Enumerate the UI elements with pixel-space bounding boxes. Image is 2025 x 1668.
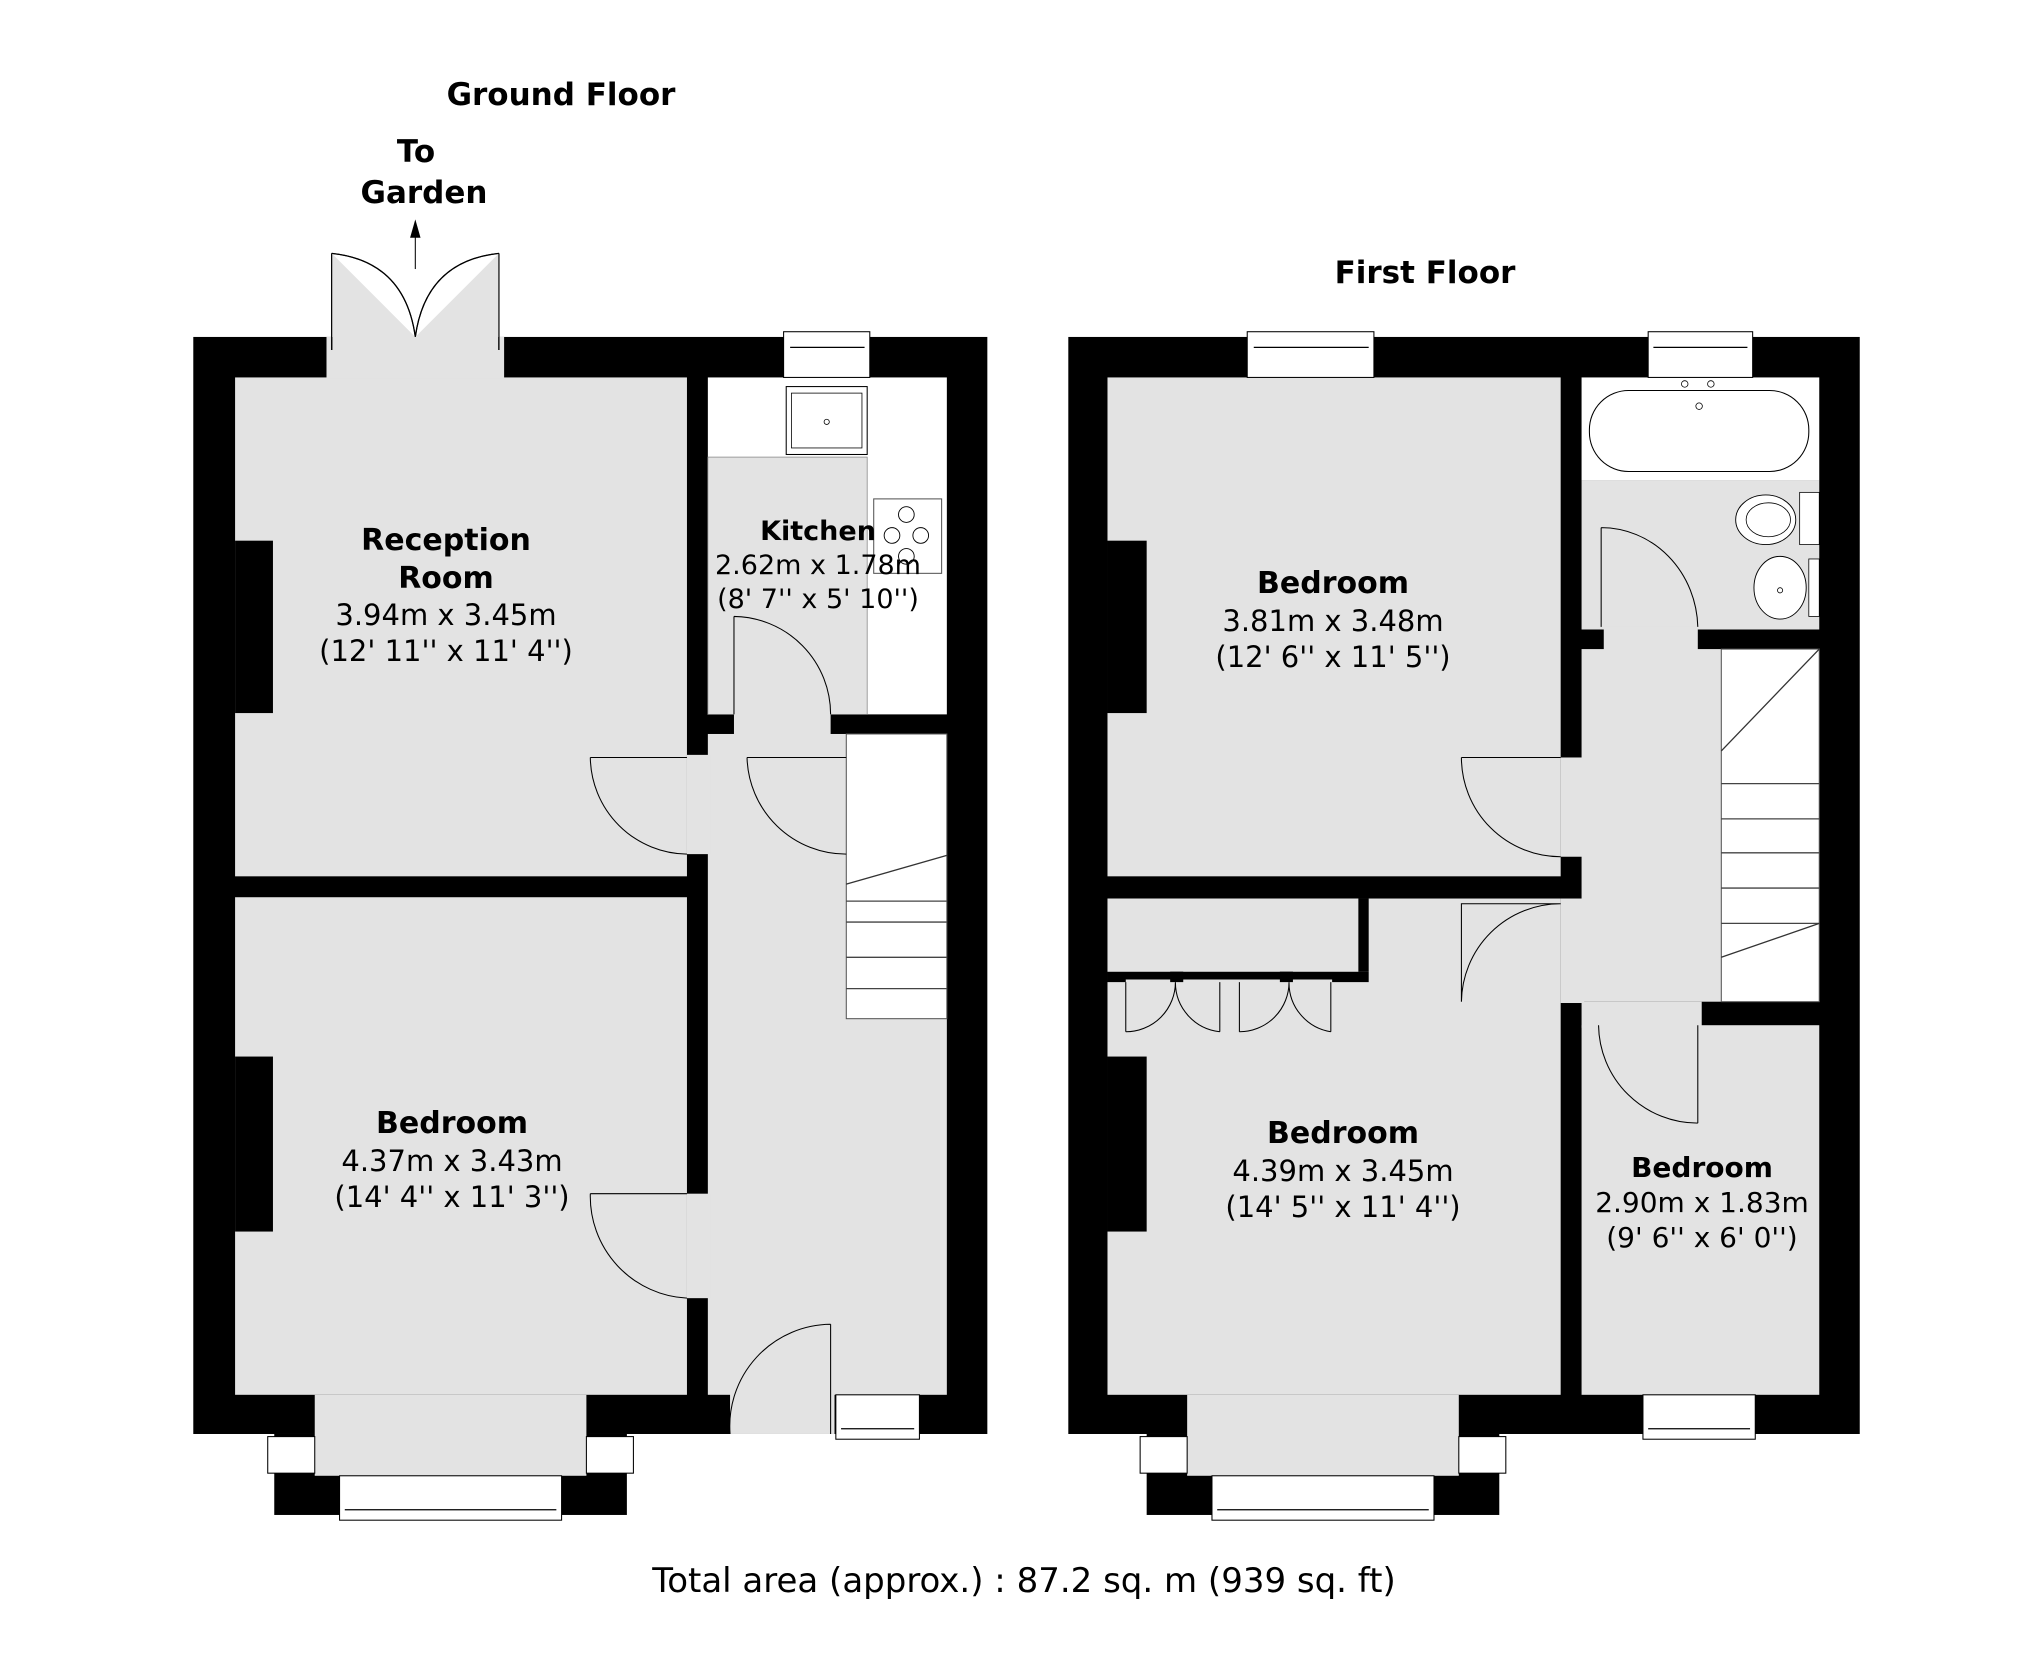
basin-icon bbox=[1808, 558, 1820, 617]
bathtub-icon bbox=[1588, 389, 1810, 472]
room-name: Kitchen bbox=[760, 516, 876, 547]
room-dimensions-imperial: (14' 4'' x 11' 3'') bbox=[334, 1179, 570, 1214]
room-name: Room bbox=[398, 560, 494, 596]
total-area: Total area (approx.) : 87.2 sq. m (939 s… bbox=[652, 1561, 1396, 1601]
room-dimensions-imperial: (9' 6'' x 6' 0'') bbox=[1606, 1221, 1798, 1254]
room-label-reception: Reception Room 3.94m x 3.45m (12' 11'' x… bbox=[319, 522, 573, 670]
sink-icon bbox=[785, 386, 868, 456]
room-label-first-bedroom-2: Bedroom 4.39m x 3.45m (14' 5'' x 11' 4''… bbox=[1225, 1115, 1460, 1225]
room-dimensions-imperial: (8' 7'' x 5' 10'') bbox=[717, 583, 919, 615]
room-name: Bedroom bbox=[1267, 1116, 1419, 1151]
first-floor-title: First Floor bbox=[1334, 255, 1516, 291]
room-dimensions-metric: 2.90m x 1.83m bbox=[1595, 1186, 1809, 1219]
first-bedroom-1-floor bbox=[1107, 377, 1561, 877]
room-dimensions-metric: 4.37m x 3.43m bbox=[341, 1143, 563, 1178]
ground-floor-title: Ground Floor bbox=[446, 77, 676, 113]
room-label-ground-bedroom: Bedroom 4.37m x 3.43m (14' 4'' x 11' 3''… bbox=[334, 1105, 569, 1215]
room-dimensions-imperial: (14' 5'' x 11' 4'') bbox=[1225, 1189, 1461, 1224]
garden-label-to: To bbox=[396, 134, 436, 170]
arrow-up-icon bbox=[410, 219, 421, 238]
room-label-first-bedroom-1: Bedroom 3.81m x 3.48m (12' 6'' x 11' 5''… bbox=[1215, 565, 1450, 675]
window bbox=[783, 331, 871, 378]
room-dimensions-metric: 2.62m x 1.78m bbox=[715, 549, 921, 581]
door bbox=[733, 615, 832, 715]
room-name: Bedroom bbox=[1257, 566, 1409, 601]
room-name: Bedroom bbox=[376, 1106, 528, 1141]
wardrobe bbox=[1125, 982, 1221, 1033]
ground-bedroom-floor bbox=[235, 897, 687, 1395]
room-label-kitchen: Kitchen 2.62m x 1.78m (8' 7'' x 5' 10'') bbox=[715, 515, 921, 616]
staircase bbox=[845, 733, 948, 1020]
room-dimensions-imperial: (12' 6'' x 11' 5'') bbox=[1215, 639, 1451, 674]
toilet-icon bbox=[1799, 491, 1820, 545]
room-dimensions-metric: 3.81m x 3.48m bbox=[1222, 603, 1444, 638]
hob-icon bbox=[873, 498, 943, 574]
room-label-first-bedroom-3: Bedroom 2.90m x 1.83m (9' 6'' x 6' 0'') bbox=[1595, 1150, 1809, 1255]
staircase bbox=[1720, 648, 1820, 1003]
room-dimensions-metric: 4.39m x 3.45m bbox=[1232, 1153, 1454, 1188]
room-name: Bedroom bbox=[1631, 1151, 1773, 1184]
first-floor-plan bbox=[1068, 331, 1860, 1521]
ground-floor-plan bbox=[193, 219, 988, 1521]
room-name: Reception bbox=[361, 523, 531, 558]
reception-room-floor bbox=[235, 377, 687, 877]
room-dimensions-metric: 3.94m x 3.45m bbox=[335, 598, 557, 632]
room-dimensions-imperial: (12' 11'' x 11' 4'') bbox=[319, 634, 573, 669]
garden-label: Garden bbox=[360, 175, 488, 211]
